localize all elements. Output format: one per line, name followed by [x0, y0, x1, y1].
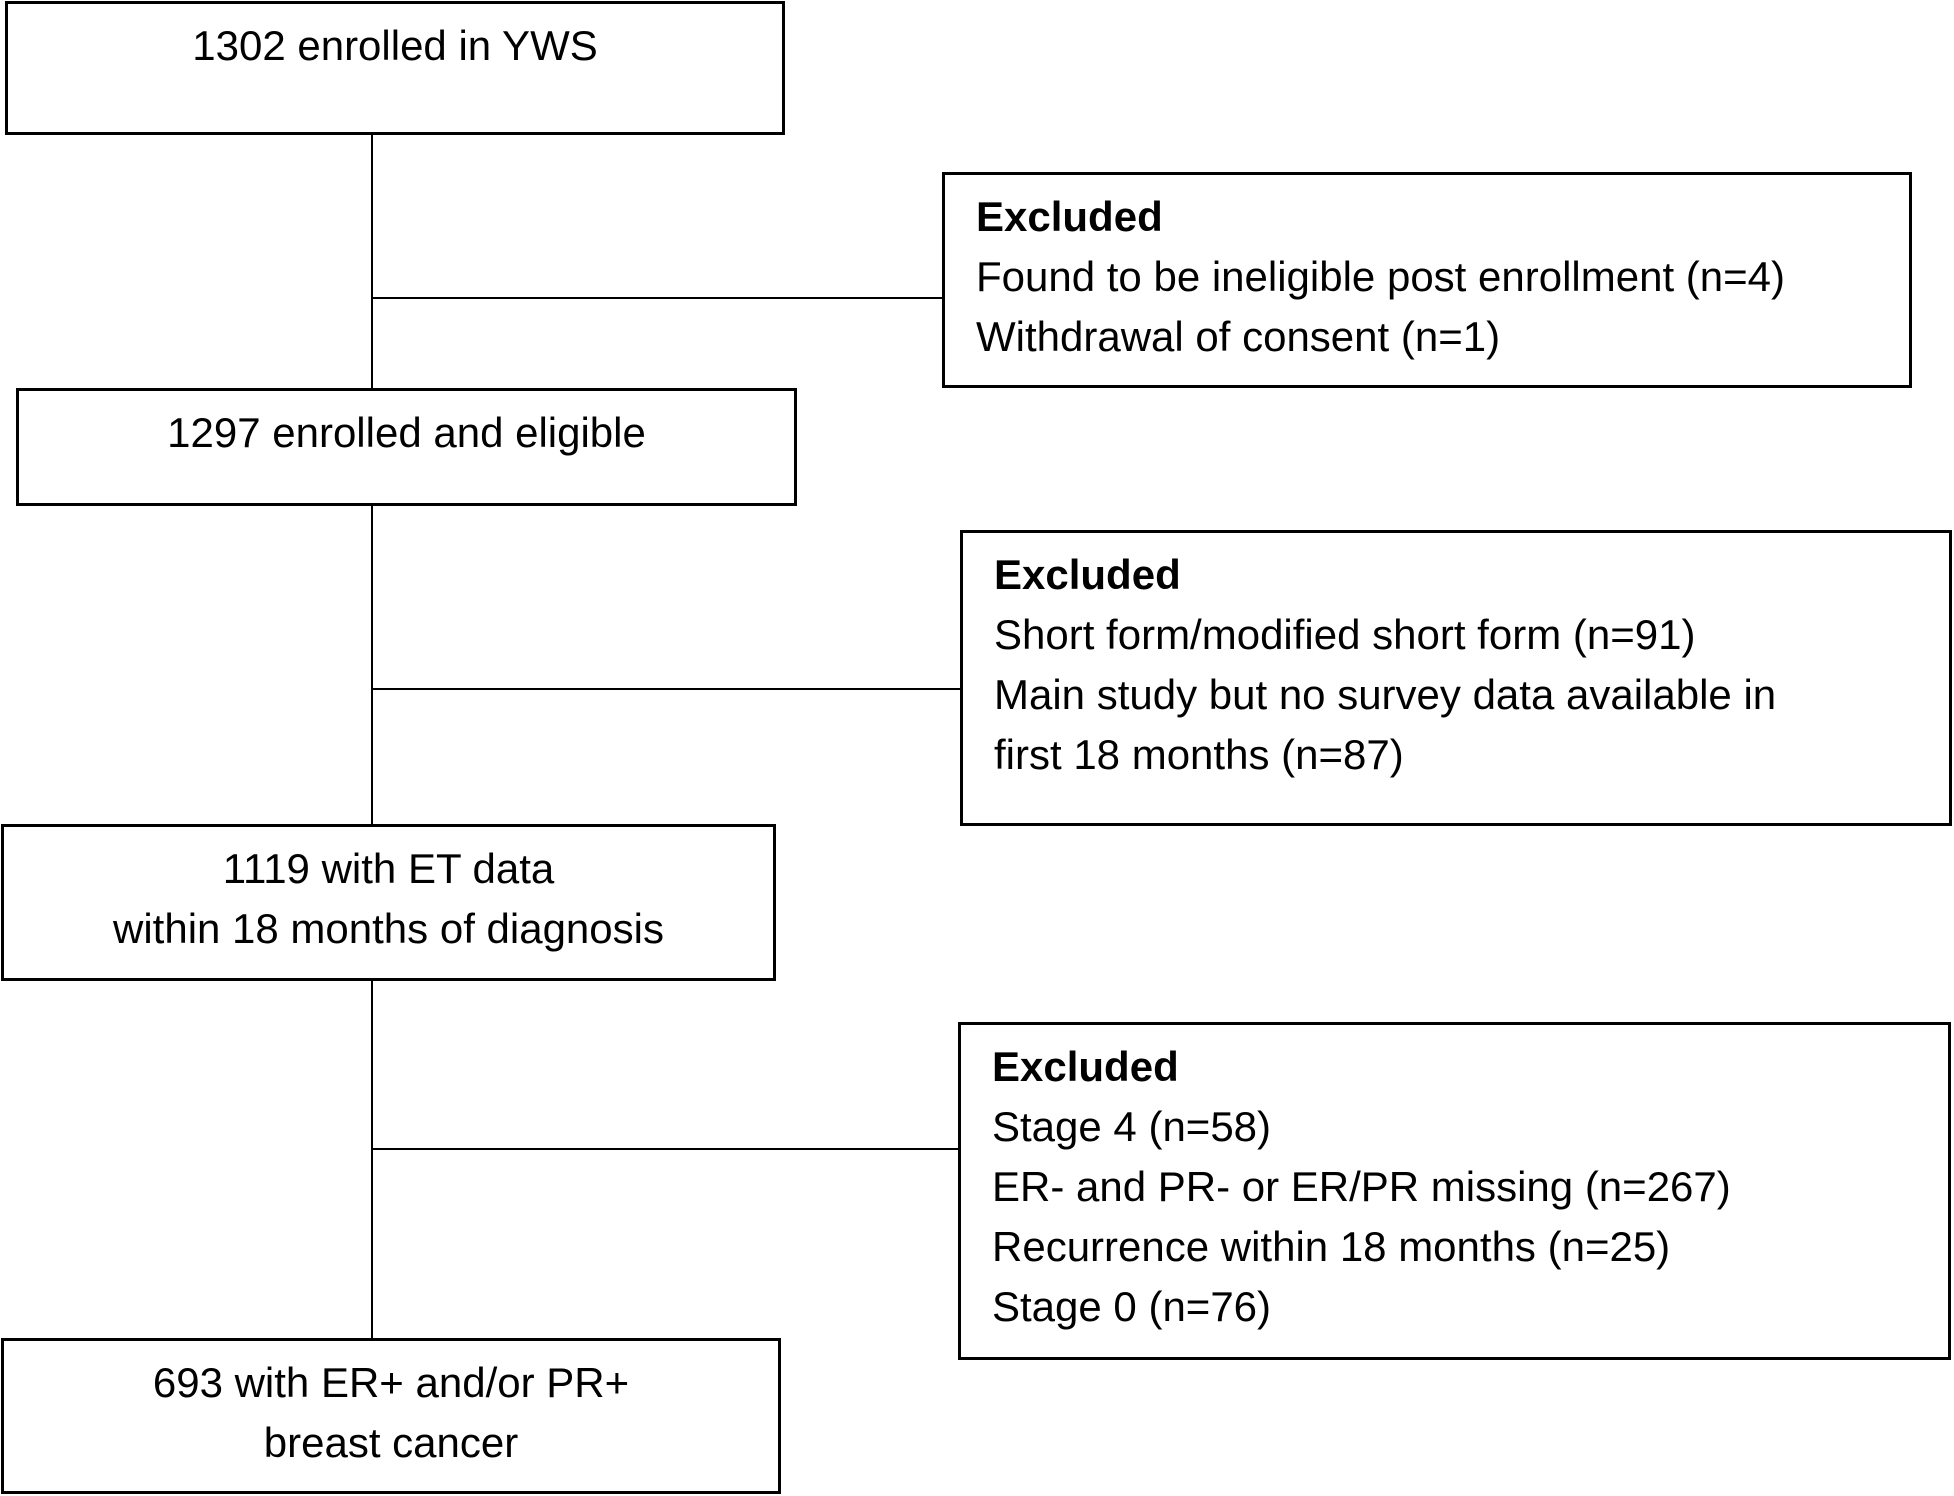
- exclusion-heading: Excluded: [976, 193, 1163, 240]
- connector-to-exclusion2: [371, 688, 963, 690]
- exclusion-item: Withdrawal of consent (n=1): [976, 313, 1501, 360]
- exclusion-box-survey-data: Excluded Short form/modified short form …: [960, 530, 1952, 826]
- step-box-text: 1302 enrolled in YWS: [192, 22, 598, 69]
- step-box-final-cohort: 693 with ER+ and/or PR+ breast cancer: [1, 1338, 781, 1494]
- step-box-text: 1119 with ET data: [222, 845, 555, 892]
- exclusion-heading: Excluded: [994, 551, 1181, 598]
- step-box-text: 1297 enrolled and eligible: [167, 409, 646, 456]
- step-box-et-data: 1119 with ET data within 18 months of di…: [1, 824, 776, 981]
- exclusion-item: Stage 0 (n=76): [992, 1283, 1272, 1330]
- exclusion-item: Found to be ineligible post enrollment (…: [976, 253, 1785, 300]
- exclusion-item: Main study but no survey data available …: [994, 671, 1777, 718]
- step-box-text: breast cancer: [263, 1419, 519, 1466]
- connector-to-exclusion3: [371, 1148, 961, 1150]
- exclusion-box-clinical: Excluded Stage 4 (n=58) ER- and PR- or E…: [958, 1022, 1951, 1360]
- step-box-text: within 18 months of diagnosis: [113, 905, 664, 952]
- exclusion-box-post-enrollment: Excluded Found to be ineligible post enr…: [942, 172, 1912, 388]
- exclusion-heading: Excluded: [992, 1043, 1179, 1090]
- connector-step3-step4: [371, 980, 373, 1341]
- exclusion-item: first 18 months (n=87): [994, 731, 1404, 778]
- exclusion-item: Recurrence within 18 months (n=25): [992, 1223, 1671, 1270]
- connector-step1-step2: [371, 134, 373, 390]
- step-box-text: 693 with ER+ and/or PR+: [152, 1359, 630, 1406]
- connector-step2-step3: [371, 505, 373, 826]
- exclusion-item: ER- and PR- or ER/PR missing (n=267): [992, 1163, 1731, 1210]
- connector-to-exclusion1: [371, 297, 944, 299]
- exclusion-item: Stage 4 (n=58): [992, 1103, 1272, 1150]
- exclusion-item: Short form/modified short form (n=91): [994, 611, 1696, 658]
- step-box-enrolled: 1302 enrolled in YWS: [5, 1, 785, 135]
- step-box-eligible: 1297 enrolled and eligible: [16, 388, 797, 506]
